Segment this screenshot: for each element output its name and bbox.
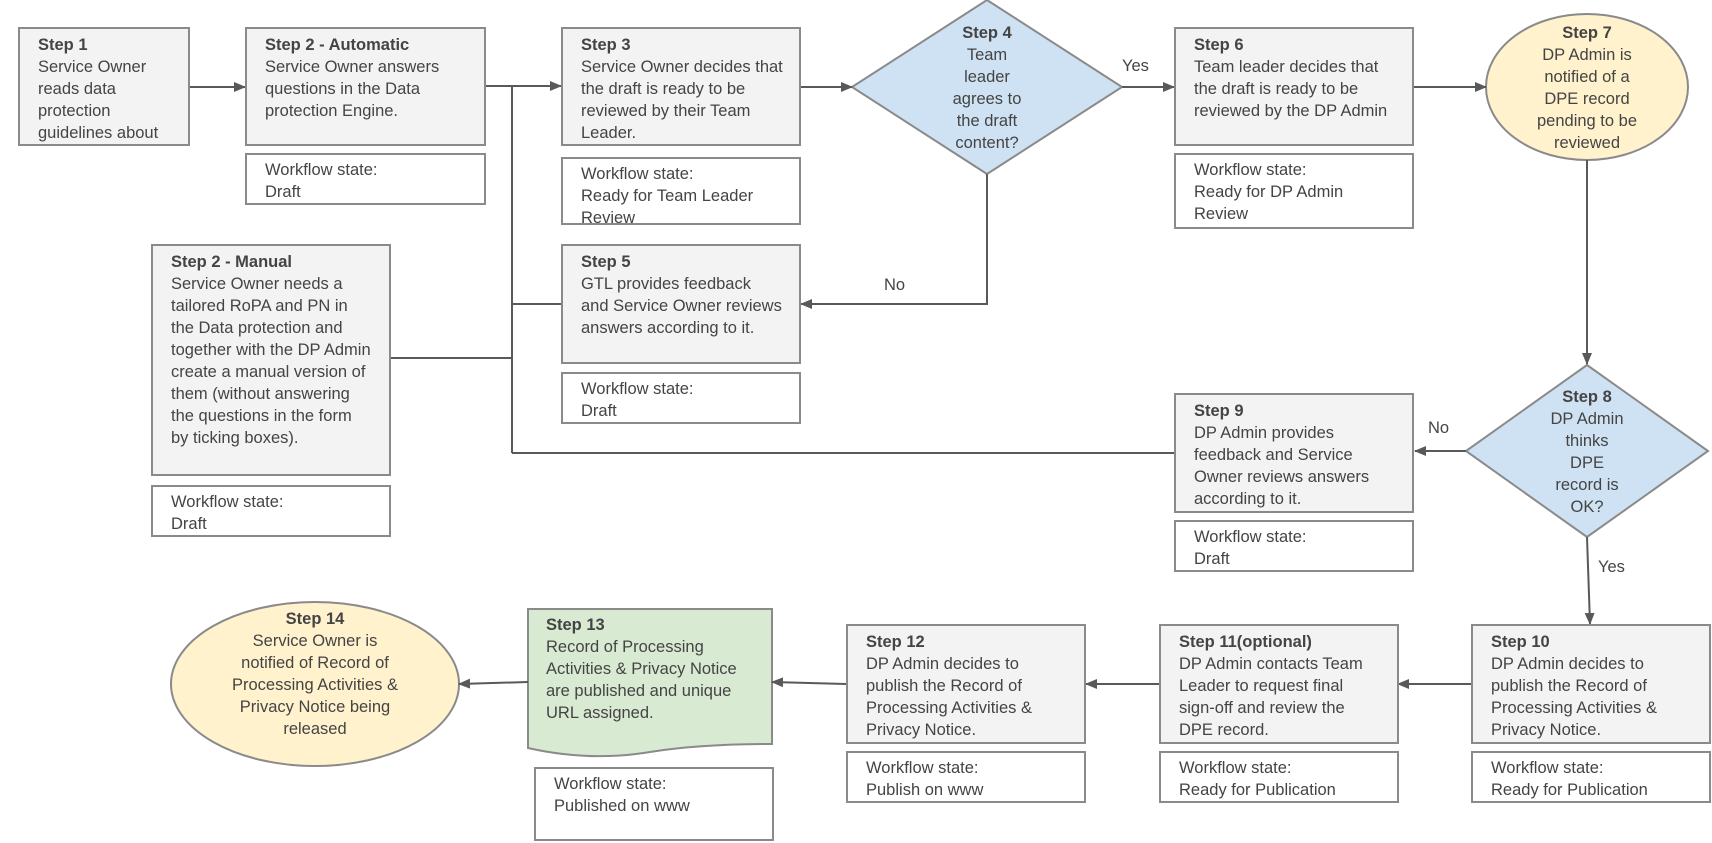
workflow-state-value: Ready for Team Leader Review (581, 187, 754, 227)
step-5-text: GTL provides feedback and Service Owner … (581, 275, 782, 337)
step-2-automatic-box: Step 2 - Automatic Service Owner answers… (245, 27, 486, 146)
step-2-automatic-state: Workflow state: Draft (245, 153, 486, 205)
step-7-title: Step 7 (1562, 24, 1612, 42)
step-2-manual-box: Step 2 - Manual Service Owner needs a ta… (151, 244, 391, 476)
edge-label-step4-yes: Yes (1122, 57, 1149, 75)
step-10-text: DP Admin decides to publish the Record o… (1491, 655, 1657, 739)
step-9-state: Workflow state: Draft (1174, 520, 1414, 572)
step-2-manual-text: Service Owner needs a tailored RoPA and … (171, 275, 371, 447)
step-5-title: Step 5 (581, 253, 631, 271)
step-13-document-shape (527, 608, 773, 758)
step-14-title: Step 14 (285, 610, 345, 628)
workflow-state-value: Published on www (554, 797, 690, 815)
step-2-manual-title: Step 2 - Manual (171, 253, 293, 271)
workflow-state-label: Workflow state: (171, 493, 284, 511)
step-3-title: Step 3 (581, 36, 631, 54)
workflow-state-value: Draft (581, 402, 617, 420)
step-10-title: Step 10 (1491, 633, 1550, 651)
step-12-text: DP Admin decides to publish the Record o… (866, 655, 1032, 739)
connectors (190, 81, 1595, 689)
step-10-box: Step 10 DP Admin decides to publish the … (1471, 624, 1711, 744)
step-14-text: Service Owner is notified of Record of P… (232, 632, 398, 738)
workflow-state-value: Draft (265, 183, 301, 201)
step-12-box: Step 12 DP Admin decides to publish the … (846, 624, 1086, 744)
step-10-state: Workflow state: Ready for Publication (1471, 751, 1711, 803)
workflow-state-label: Workflow state: (1491, 759, 1604, 777)
step-3-state: Workflow state: Ready for Team Leader Re… (561, 157, 801, 227)
workflow-state-value: Draft (1194, 550, 1230, 568)
step-14-label: Step 14 Service Owner is notified of Rec… (215, 608, 415, 740)
step-7-label: Step 7 DP Admin is notified of a DPE rec… (1507, 22, 1667, 154)
step-3-text: Service Owner decides that the draft is … (581, 58, 783, 142)
step-4-text: Team leader agrees to the draft content? (952, 46, 1022, 152)
step-11-box: Step 11(optional) DP Admin contacts Team… (1159, 624, 1399, 744)
workflow-state-label: Workflow state: (1179, 759, 1292, 777)
step-5-box: Step 5 GTL provides feedback and Service… (561, 244, 801, 364)
workflow-state-label: Workflow state: (581, 165, 694, 183)
step-9-box: Step 9 DP Admin provides feedback and Se… (1174, 393, 1414, 513)
workflow-state-value: Draft (171, 515, 207, 533)
edge-step12-step13 (771, 677, 847, 688)
step-11-text: DP Admin contacts Team Leader to request… (1179, 655, 1363, 739)
step-13-box: Step 13 Record of Processing Activities … (528, 609, 772, 729)
step-8-title: Step 8 (1562, 388, 1612, 406)
step-12-state: Workflow state: Publish on www (846, 751, 1086, 803)
workflow-state-value: Ready for DP Admin Review (1194, 183, 1344, 223)
step-4-title: Step 4 (962, 24, 1012, 42)
step-6-title: Step 6 (1194, 36, 1244, 54)
step-13-text: Record of Processing Activities & Privac… (546, 638, 737, 722)
step-6-box: Step 6 Team leader decides that the draf… (1174, 27, 1414, 146)
step-3-box: Step 3 Service Owner decides that the dr… (561, 27, 801, 146)
step-11-title: Step 11(optional) (1179, 633, 1312, 651)
workflow-state-label: Workflow state: (1194, 528, 1307, 546)
workflow-state-label: Workflow state: (554, 775, 667, 793)
workflow-state-label: Workflow state: (1194, 161, 1307, 179)
step-9-text: DP Admin provides feedback and Service O… (1194, 424, 1370, 508)
workflow-state-label: Workflow state: (866, 759, 979, 777)
step-8-label: Step 8 DP Admin thinks DPE record is OK? (1517, 386, 1657, 518)
edge-step13-step14 (458, 678, 529, 689)
step-12-title: Step 12 (866, 633, 925, 651)
workflow-state-value: Publish on www (866, 781, 984, 799)
step-1-text: Service Owner reads data protection guid… (38, 58, 159, 142)
step-13-title: Step 13 (546, 616, 605, 634)
edge-step8-step10 (1584, 536, 1595, 625)
step-2-automatic-text: Service Owner answers questions in the D… (265, 58, 440, 120)
step-7-text: DP Admin is notified of a DPE record pen… (1536, 46, 1637, 152)
edge-label-step8-yes: Yes (1598, 558, 1625, 576)
step-13-state: Workflow state: Published on www (534, 767, 774, 841)
step-6-text: Team leader decides that the draft is re… (1194, 58, 1388, 120)
workflow-state-value: Ready for Publication (1491, 781, 1648, 799)
step-6-state: Workflow state: Ready for DP Admin Revie… (1174, 153, 1414, 229)
step-11-state: Workflow state: Ready for Publication (1159, 751, 1399, 803)
step-2-automatic-title: Step 2 - Automatic (265, 36, 410, 54)
workflow-state-label: Workflow state: (265, 161, 378, 179)
edge-step4-step5 (800, 174, 988, 309)
step-4-label: Step 4 Team leader agrees to the draft c… (907, 22, 1067, 154)
step-5-state: Workflow state: Draft (561, 372, 801, 424)
step-2-manual-state: Workflow state: Draft (151, 485, 391, 537)
step-9-title: Step 9 (1194, 402, 1244, 420)
step-1-box: Step 1 Service Owner reads data protecti… (18, 27, 190, 146)
step-8-text: DP Admin thinks DPE record is OK? (1550, 410, 1624, 516)
step-1-title: Step 1 (38, 36, 88, 54)
edge-label-step4-no: No (884, 276, 906, 294)
workflow-state-label: Workflow state: (581, 380, 694, 398)
edge-label-step8-no: No (1428, 419, 1450, 437)
workflow-state-value: Ready for Publication (1179, 781, 1336, 799)
